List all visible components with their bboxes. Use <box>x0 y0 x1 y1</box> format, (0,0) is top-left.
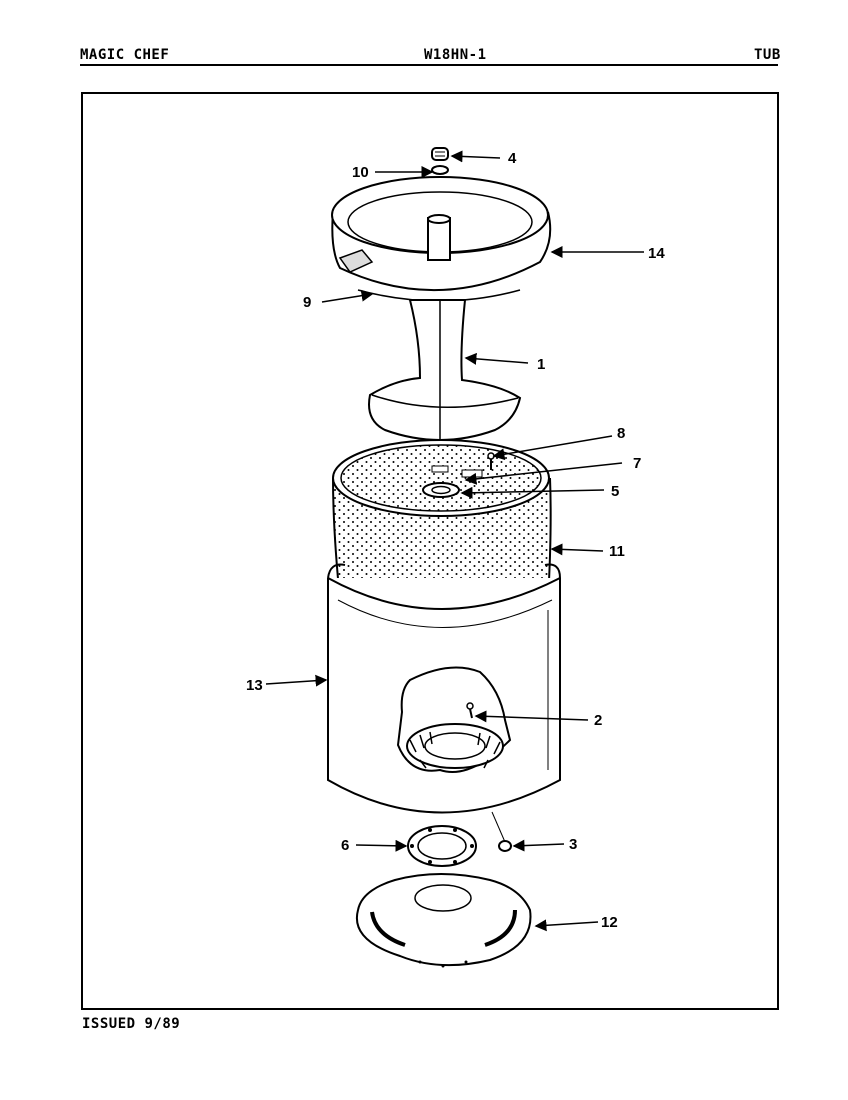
part-6-gasket <box>407 825 477 867</box>
callout-8: 8 <box>617 425 625 442</box>
issued-date: ISSUED 9/89 <box>82 1016 181 1032</box>
callout-13: 13 <box>246 677 263 694</box>
callout-9: 9 <box>303 294 311 311</box>
callout-14: 14 <box>648 245 665 262</box>
leader-lines <box>265 150 644 932</box>
callout-10: 10 <box>352 164 369 181</box>
header-brand: MAGIC CHEF <box>80 47 170 63</box>
callout-6: 6 <box>341 837 349 854</box>
part-10-nut <box>431 165 449 175</box>
callout-1: 1 <box>537 356 545 373</box>
callout-11: 11 <box>609 543 625 560</box>
header-rule <box>80 64 778 66</box>
callout-3: 3 <box>569 836 577 853</box>
diagram-frame <box>81 92 779 1010</box>
header-model-number: W18HN-1 <box>424 47 487 63</box>
part-12-base-cover <box>355 873 532 968</box>
callout-7: 7 <box>633 455 641 472</box>
part-13-outer-tub <box>327 563 561 814</box>
callout-4: 4 <box>508 150 517 167</box>
header-section-title: TUB <box>754 47 781 63</box>
callout-labels: 1 2 3 4 5 6 7 8 9 10 11 12 13 14 <box>246 150 665 931</box>
part-3-plug <box>491 811 512 852</box>
callout-12: 12 <box>601 914 618 931</box>
part-1-agitator-post <box>368 214 522 450</box>
callout-2: 2 <box>594 712 602 729</box>
callout-5: 5 <box>611 483 619 500</box>
part-4-cap <box>431 147 449 161</box>
